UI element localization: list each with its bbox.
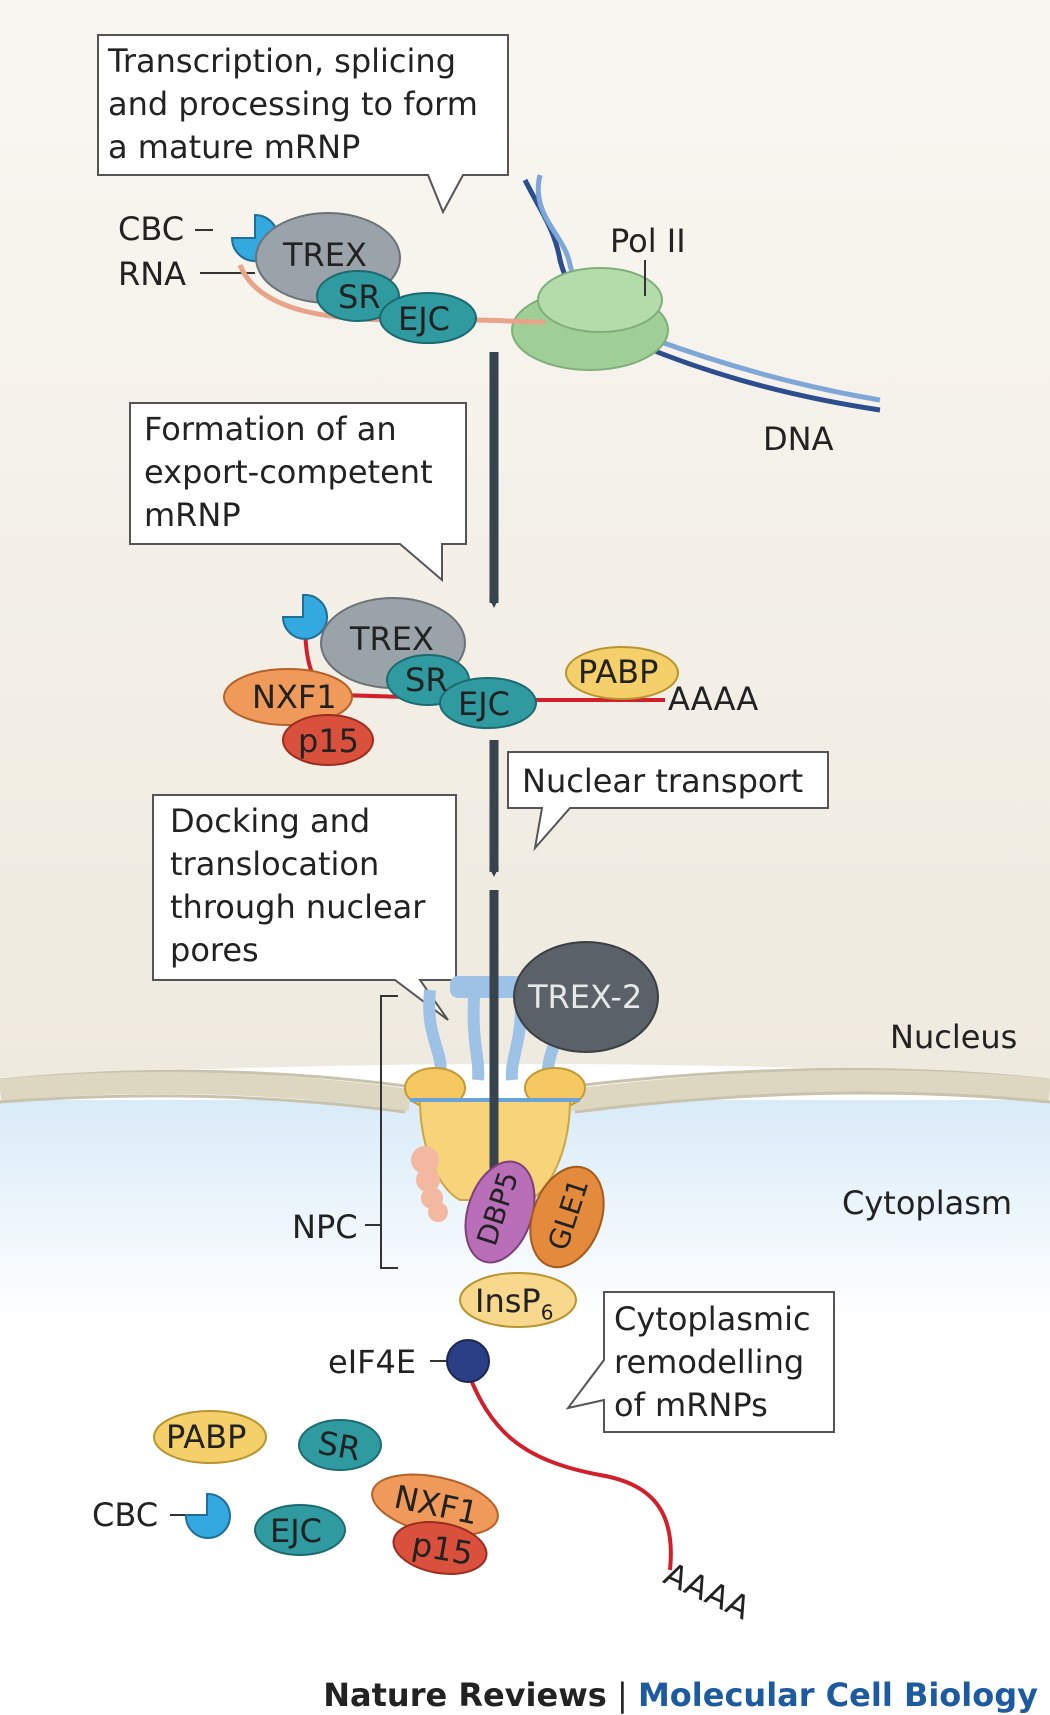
nxf1-1	[223, 668, 353, 726]
cbc-cap-3	[184, 1492, 231, 1539]
label-nxf1-1: NXF1	[252, 678, 337, 716]
label-insp6: InsP6	[475, 1282, 553, 1324]
ejc-2	[439, 677, 537, 729]
export-competent-mrnp	[223, 593, 679, 766]
callout-box-nuclear-transport	[507, 751, 829, 852]
label-trex-1: TREX	[283, 236, 367, 274]
label-pabp-1: PABP	[578, 653, 659, 691]
pabp-1	[565, 646, 679, 700]
credit-separator: |	[606, 1676, 638, 1714]
callout-docking: Docking and translocation through nuclea…	[170, 802, 426, 969]
label-cbc-3: CBC	[92, 1496, 159, 1534]
label-cytoplasm: Cytoplasm	[842, 1184, 1013, 1222]
label-insp6-main: InsP	[475, 1282, 541, 1320]
label-pabp-2: PABP	[166, 1418, 247, 1456]
label-sr-2: SR	[405, 661, 448, 699]
callout-box-export	[129, 402, 467, 583]
label-ejc-3: EJC	[270, 1512, 322, 1550]
label-sr-1: SR	[338, 278, 381, 316]
p15-2	[392, 1521, 488, 1575]
nuclear-envelope-band	[0, 1070, 1050, 1111]
sr-3	[298, 1419, 382, 1471]
cytoplasmic-mrna	[465, 1369, 673, 1571]
label-dna: DNA	[763, 420, 834, 458]
journal-credit: Nature Reviews | Molecular Cell Biology	[323, 1676, 1038, 1714]
label-eif4e: eIF4E	[328, 1343, 417, 1381]
credit-journal: Molecular Cell Biology	[637, 1676, 1038, 1714]
cbc-cap-2	[281, 593, 328, 640]
callout-nuclear-transport: Nuclear transport	[522, 762, 804, 800]
ejc-1	[379, 292, 477, 344]
label-pol2: Pol II	[610, 222, 686, 260]
eif4e-cap	[446, 1339, 490, 1383]
sr-1	[316, 270, 400, 322]
label-trex2: TREX-2	[528, 978, 643, 1016]
pabp-2	[153, 1410, 267, 1464]
label-nucleus: Nucleus	[890, 1018, 1018, 1056]
npc-bracket	[365, 995, 398, 1269]
callout-box-transcription	[97, 34, 509, 215]
label-npc: NPC	[292, 1208, 358, 1246]
mature-mrnp	[195, 212, 546, 344]
insp6-molecule	[459, 1272, 577, 1328]
trex2-complex	[513, 941, 659, 1053]
callout-cytoplasmic: Cytoplasmic remodelling of mRNPs	[614, 1300, 811, 1424]
callout-box-cytoplasmic	[565, 1291, 835, 1433]
label-rna: RNA	[118, 255, 187, 293]
gle1-protein	[529, 1165, 605, 1269]
credit-publisher: Nature Reviews	[323, 1676, 607, 1714]
callout-export-competent: Formation of an export-competent mRNP	[144, 410, 433, 534]
label-ejc-2: EJC	[458, 685, 510, 723]
nuclear-envelope-inner	[0, 1091, 1050, 1114]
label-sr-3: SR	[315, 1423, 364, 1469]
label-cbc-1: CBC	[118, 210, 185, 248]
ejc-3	[254, 1504, 346, 1556]
released-factors	[153, 1410, 499, 1575]
label-polya-1: AAAA	[668, 680, 759, 718]
callout-transcription: Transcription, splicing and processing t…	[108, 42, 478, 166]
label-p15-1: p15	[298, 722, 360, 760]
label-ejc-1: EJC	[398, 300, 450, 338]
label-insp6-sub: 6	[540, 1300, 554, 1325]
p15-1	[282, 714, 374, 766]
label-trex-2: TREX	[350, 620, 434, 658]
pol2-complex	[511, 260, 669, 371]
